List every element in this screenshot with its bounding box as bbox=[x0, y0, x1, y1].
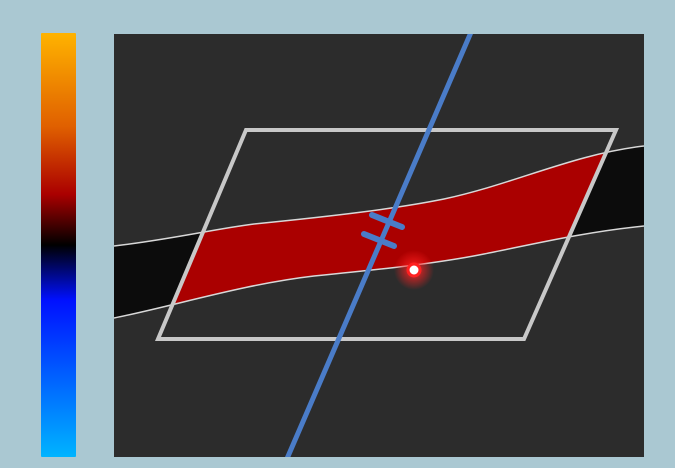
marker-ring bbox=[406, 262, 422, 278]
break-bar-upper bbox=[369, 212, 405, 230]
diagram-svg bbox=[114, 34, 644, 457]
red-band bbox=[158, 146, 616, 318]
parallelogram-frame bbox=[154, 128, 620, 341]
glowing-dot-icon bbox=[394, 250, 434, 290]
double-bar-icon bbox=[361, 212, 405, 249]
diagram-panel bbox=[114, 34, 644, 457]
diagonal-line bbox=[285, 34, 473, 457]
color-scale-bar bbox=[41, 33, 76, 457]
band-lower-edge bbox=[114, 225, 644, 319]
break-bar-lower bbox=[361, 231, 397, 249]
